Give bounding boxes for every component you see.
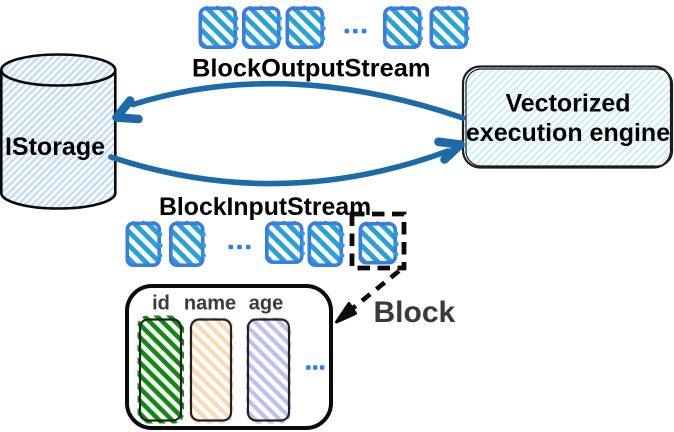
svg-text:id: id [152,293,170,315]
svg-text:BlockOutputStream: BlockOutputStream [192,55,430,83]
svg-text:age: age [249,293,283,315]
svg-text:name: name [184,293,236,315]
svg-text:IStorage: IStorage [5,133,105,161]
svg-text:Vectorized: Vectorized [505,90,630,118]
svg-text:execution engine: execution engine [466,119,670,147]
svg-text:BlockInputStream: BlockInputStream [159,194,371,221]
svg-text:Block: Block [374,296,456,329]
